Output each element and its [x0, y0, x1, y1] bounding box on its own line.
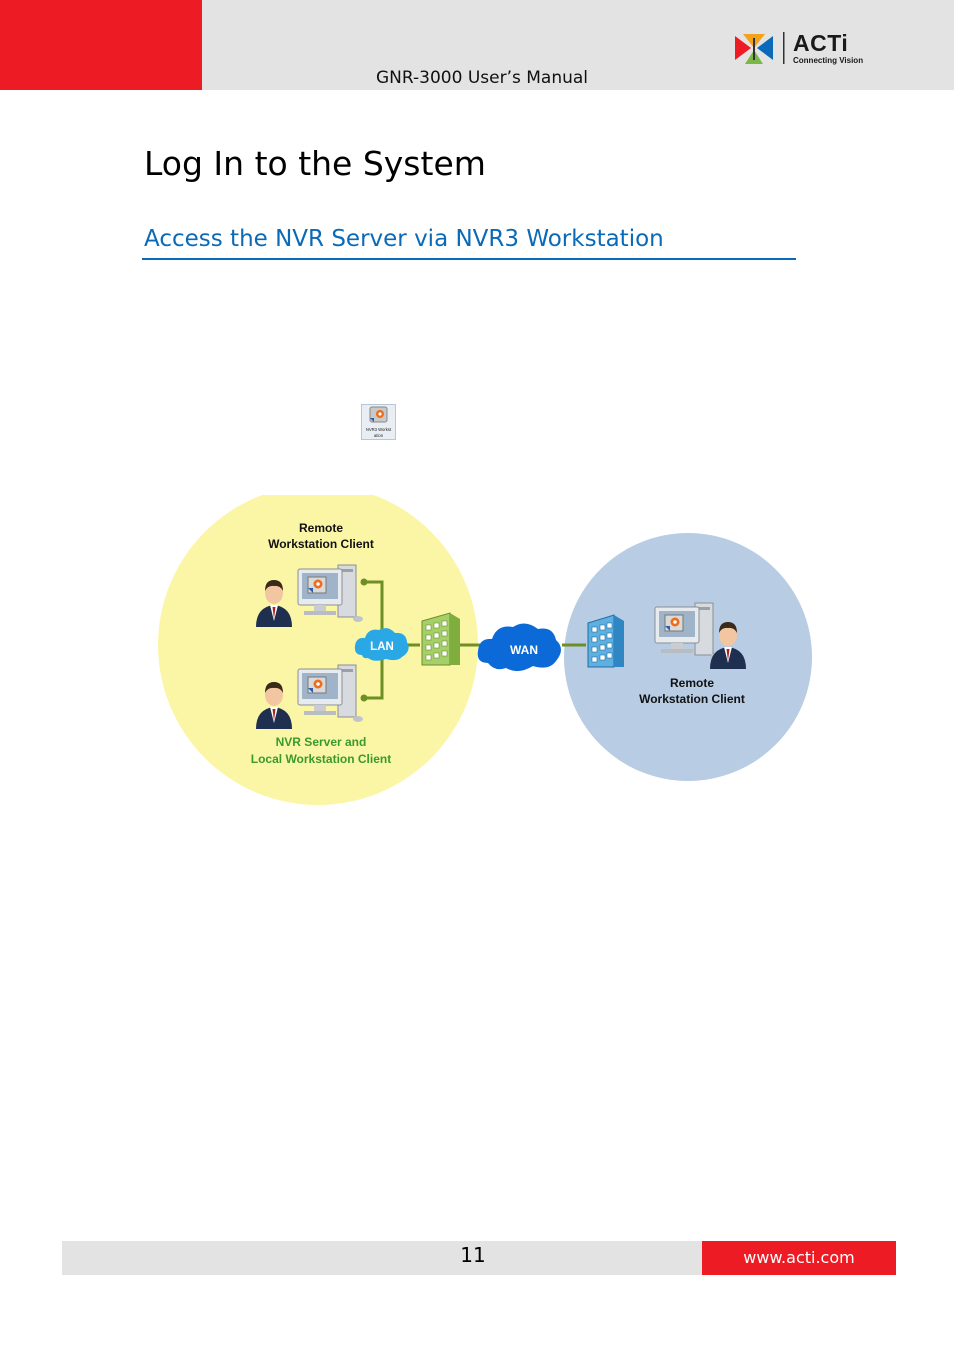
nvr3-workstation-app-icon[interactable]: NVR3 Workst ation: [361, 404, 396, 440]
server-client-label-1: NVR Server and: [276, 735, 367, 749]
lan-label: LAN: [370, 641, 394, 653]
remote-client-label-2: Workstation Client: [639, 692, 745, 706]
footer-website-link[interactable]: www.acti.com: [743, 1248, 855, 1267]
remote-building-icon: [587, 614, 624, 668]
local-building-icon: [421, 612, 461, 666]
acti-logo-icon: [735, 32, 785, 64]
lan-cloud-icon: [354, 628, 409, 661]
server-workstation-pc-icon: [297, 664, 364, 723]
footer-bar: [62, 1241, 702, 1275]
remote-client-label-1: Remote: [670, 676, 714, 690]
page-number: 11: [460, 1243, 486, 1267]
section-title: Access the NVR Server via NVR3 Workstati…: [144, 226, 664, 252]
top-client-label-1: Remote: [299, 521, 343, 535]
page-title: Log In to the System: [144, 144, 486, 183]
server-client-label-2: Local Workstation Client: [251, 752, 391, 766]
wan-cloud-icon: [477, 623, 561, 672]
local-network-zone: [158, 495, 478, 805]
app-icon-label-2: ation: [374, 433, 384, 438]
network-diagram: Remote Workstation Client NVR Server and…: [158, 495, 812, 805]
remote-network-zone: [564, 533, 812, 781]
app-icon-label-1: NVR3 Workst: [366, 427, 392, 432]
remote-workstation-pc-icon: [654, 602, 721, 661]
section-underline: [142, 258, 796, 260]
logo-wordmark: ACTi: [793, 30, 849, 56]
manual-title: GNR-3000 User’s Manual: [376, 68, 589, 88]
logo-tagline: Connecting Vision: [793, 56, 864, 65]
wan-label: WAN: [510, 643, 538, 657]
top-workstation-pc-icon: [297, 564, 364, 623]
header-red-block: [0, 0, 202, 90]
footer-red-block: [702, 1241, 896, 1275]
top-client-label-2: Workstation Client: [268, 537, 374, 551]
